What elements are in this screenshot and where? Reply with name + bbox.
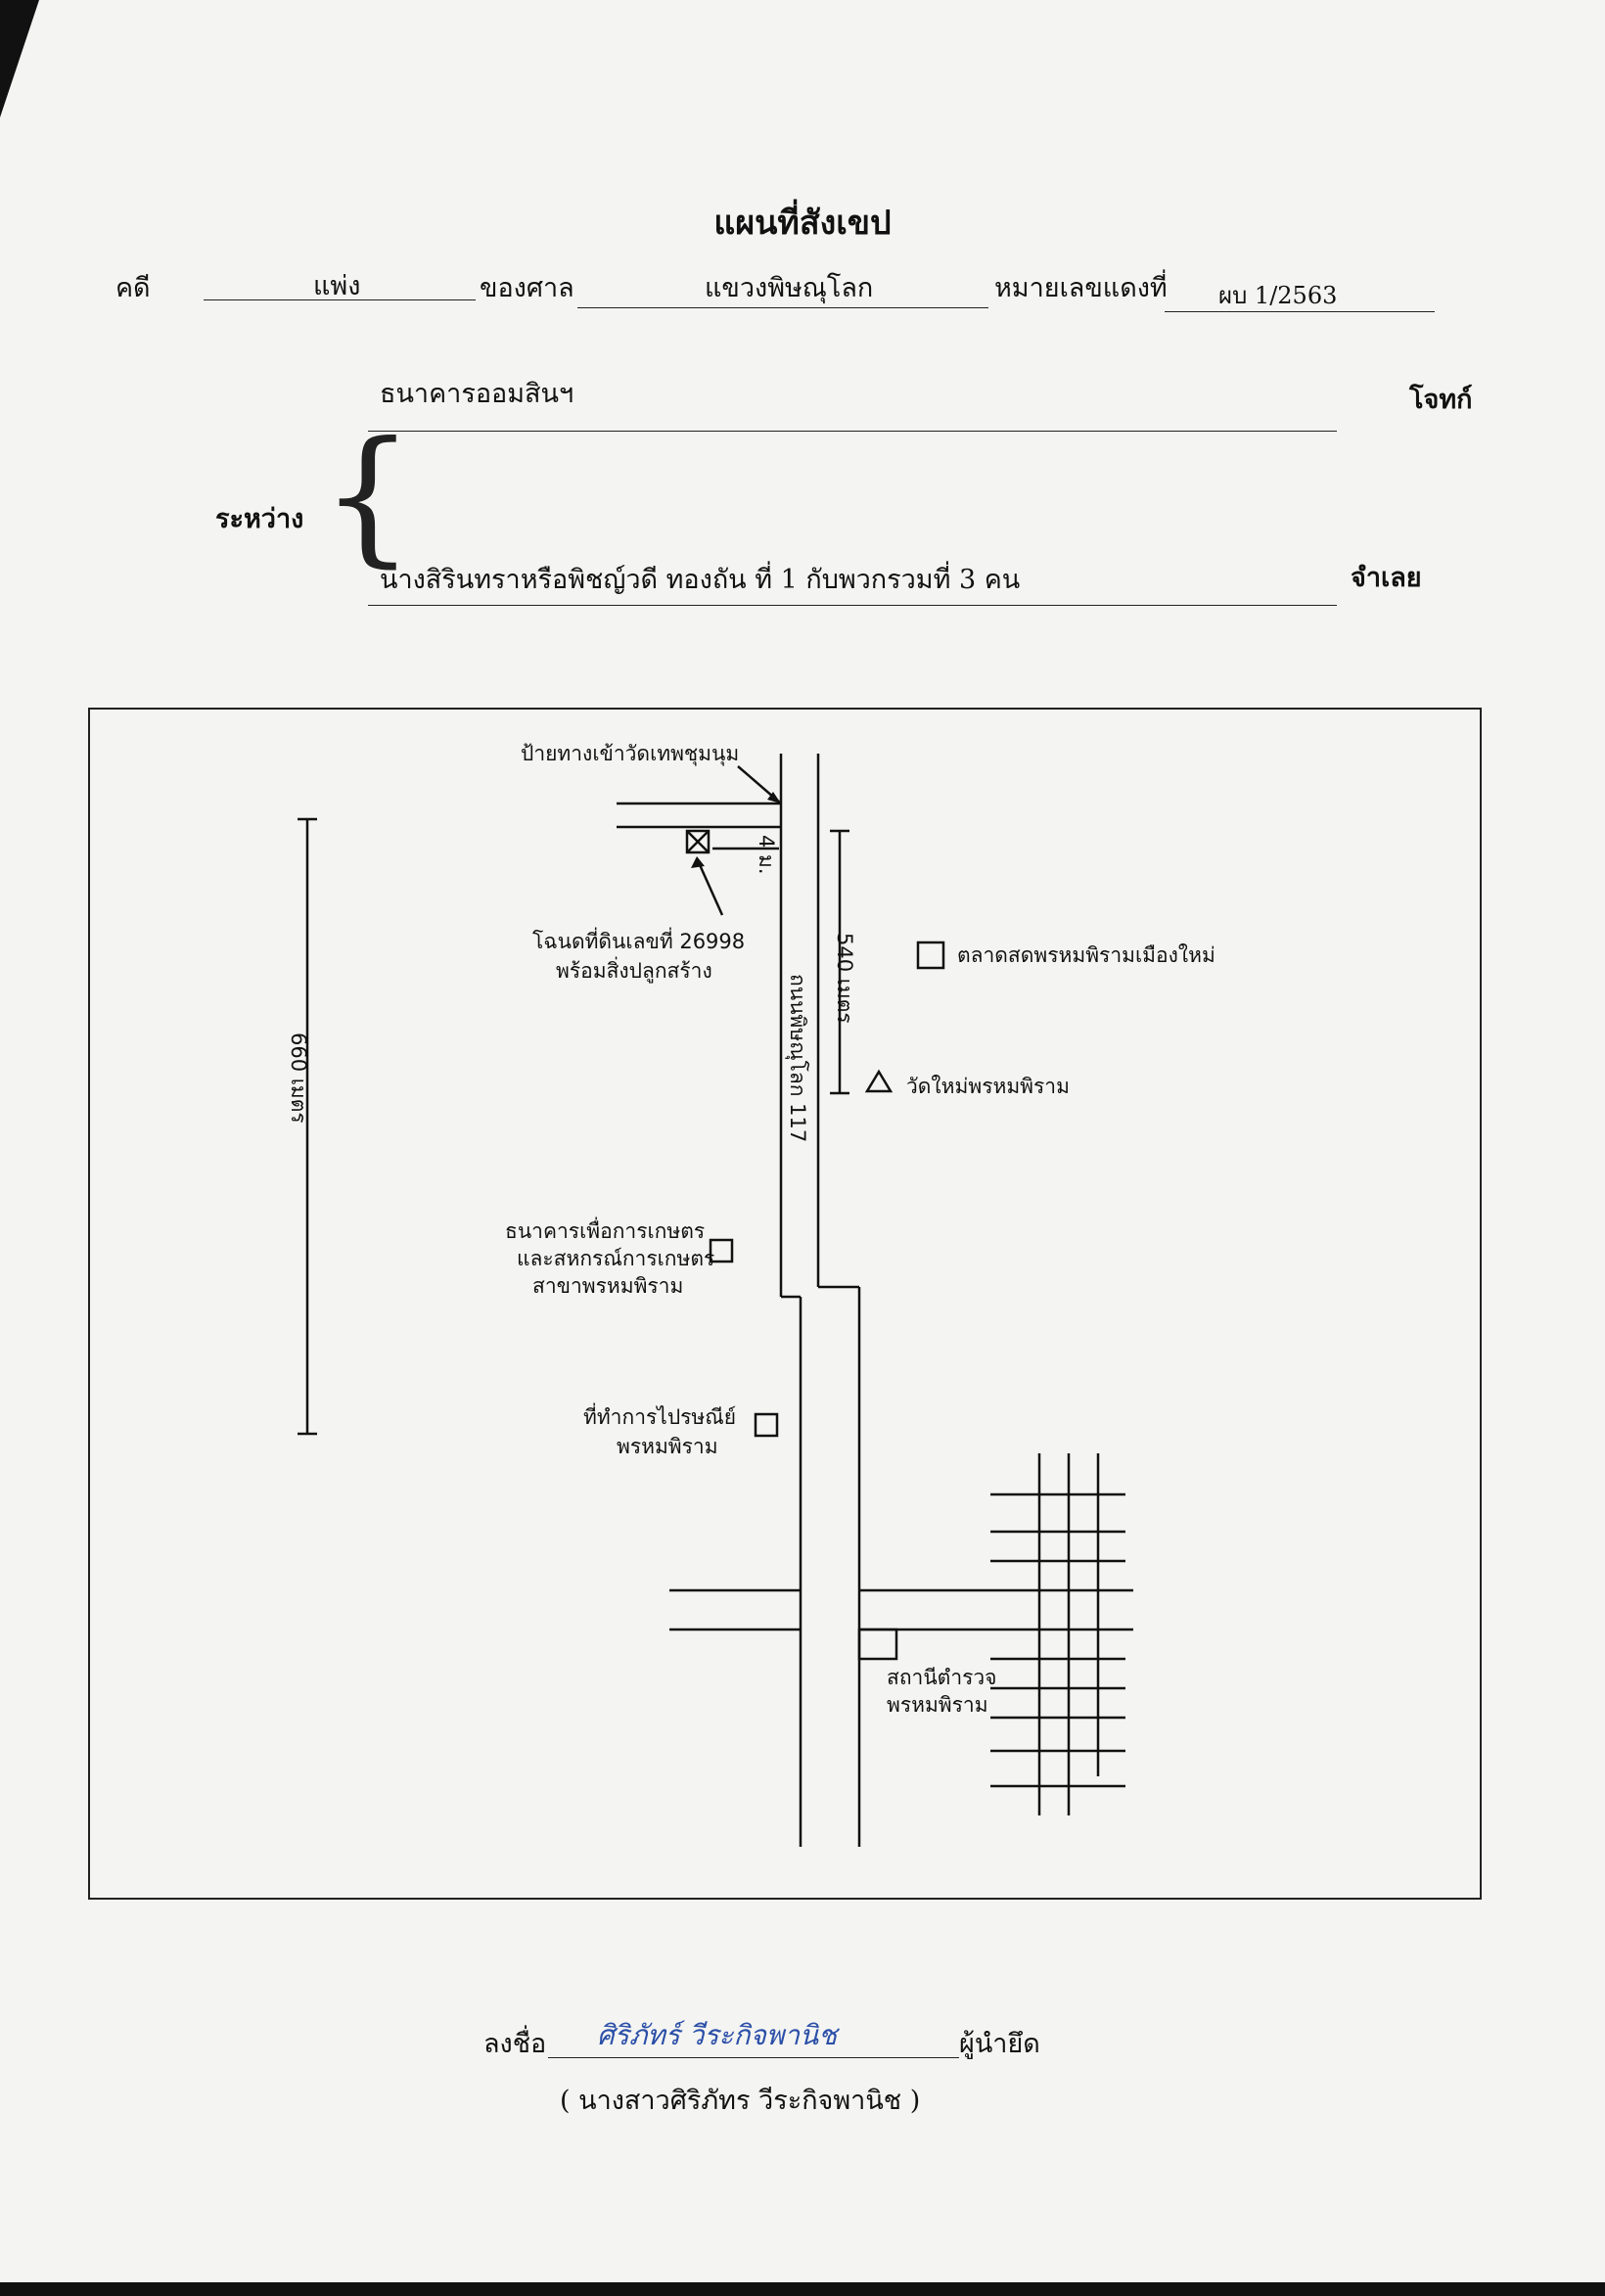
court-label: ของศาล [480, 273, 574, 303]
plaintiff-label: โจทก์ [1409, 385, 1473, 415]
between-label: ระหว่าง [215, 504, 304, 534]
label-bank-2: และสหกรณ์การเกษตร [517, 1247, 714, 1270]
brace-icon: { [321, 411, 415, 581]
red-number-label: หมายเลขแดงที่ [994, 273, 1168, 303]
sketch-map: ป้ายทางเข้าวัดเทพชุมนุม 4 ม. โฉนดที่ดินเ… [88, 708, 1482, 1900]
case-type: แพ่ง [313, 271, 361, 301]
label-land-deed: โฉนดที่ดินเลขที่ 26998 [532, 927, 745, 953]
court-name: แขวงพิษณุโลก [705, 273, 874, 303]
label-bank-3: สาขาพรหมพิราม [532, 1274, 683, 1298]
label-distance-660: 660 เมตร [287, 1033, 310, 1124]
page-title: แผนที่สังเขป [713, 204, 892, 243]
label-distance-short: 4 ม. [755, 835, 778, 875]
case-line [204, 299, 476, 300]
label-sign-to-temple: ป้ายทางเข้าวัดเทพชุมนุม [521, 742, 739, 766]
red-number-line [1165, 311, 1435, 312]
label-bank: ธนาคารเพื่อการเกษตร [505, 1217, 705, 1243]
defendant-label: จำเลย [1351, 563, 1422, 593]
plaintiff-name: ธนาคารออมสินฯ [380, 379, 574, 409]
label-post-office: ที่ทำการไปรษณีย์ [583, 1402, 736, 1429]
court-line [577, 307, 988, 308]
label-temple: วัดใหม่พรหมพิราม [906, 1075, 1070, 1098]
label-post-office-2: พรหมพิราม [617, 1435, 718, 1458]
signature-line [548, 2057, 959, 2058]
defendant-line [368, 605, 1337, 606]
sign-label: ลงชื่อ [483, 2029, 547, 2059]
signature: ศิริภัทร์ วีระกิจพานิช [597, 2019, 838, 2051]
label-distance-540: 540 เมตร [833, 933, 856, 1024]
label-road-name: ถนนพิษณุโลก 117 [785, 974, 809, 1142]
case-label: คดี [115, 273, 151, 303]
label-police-2: พรหมพิราม [887, 1693, 988, 1717]
label-land-deed-2: พร้อมสิ่งปลูกสร้าง [556, 956, 712, 984]
plaintiff-line [368, 431, 1337, 432]
label-police: สถานีตำรวจ [887, 1666, 997, 1689]
defendant-name: นางสิรินทราหรือพิชญ์วดี ทองถัน ที่ 1 กับ… [380, 565, 1021, 595]
printed-name: ( นางสาวศิริภัทร วีระกิจพานิช ) [560, 2086, 921, 2116]
signer-role: ผู้นำยึด [959, 2029, 1040, 2059]
scan-edge [0, 2282, 1605, 2296]
scan-corner [0, 0, 39, 117]
label-market: ตลาดสดพรหมพิรามเมืองใหม่ [957, 943, 1215, 967]
map-drawing: ป้ายทางเข้าวัดเทพชุมนุม 4 ม. โฉนดที่ดินเ… [287, 742, 1215, 1847]
red-number: ผบ 1/2563 [1218, 282, 1338, 309]
